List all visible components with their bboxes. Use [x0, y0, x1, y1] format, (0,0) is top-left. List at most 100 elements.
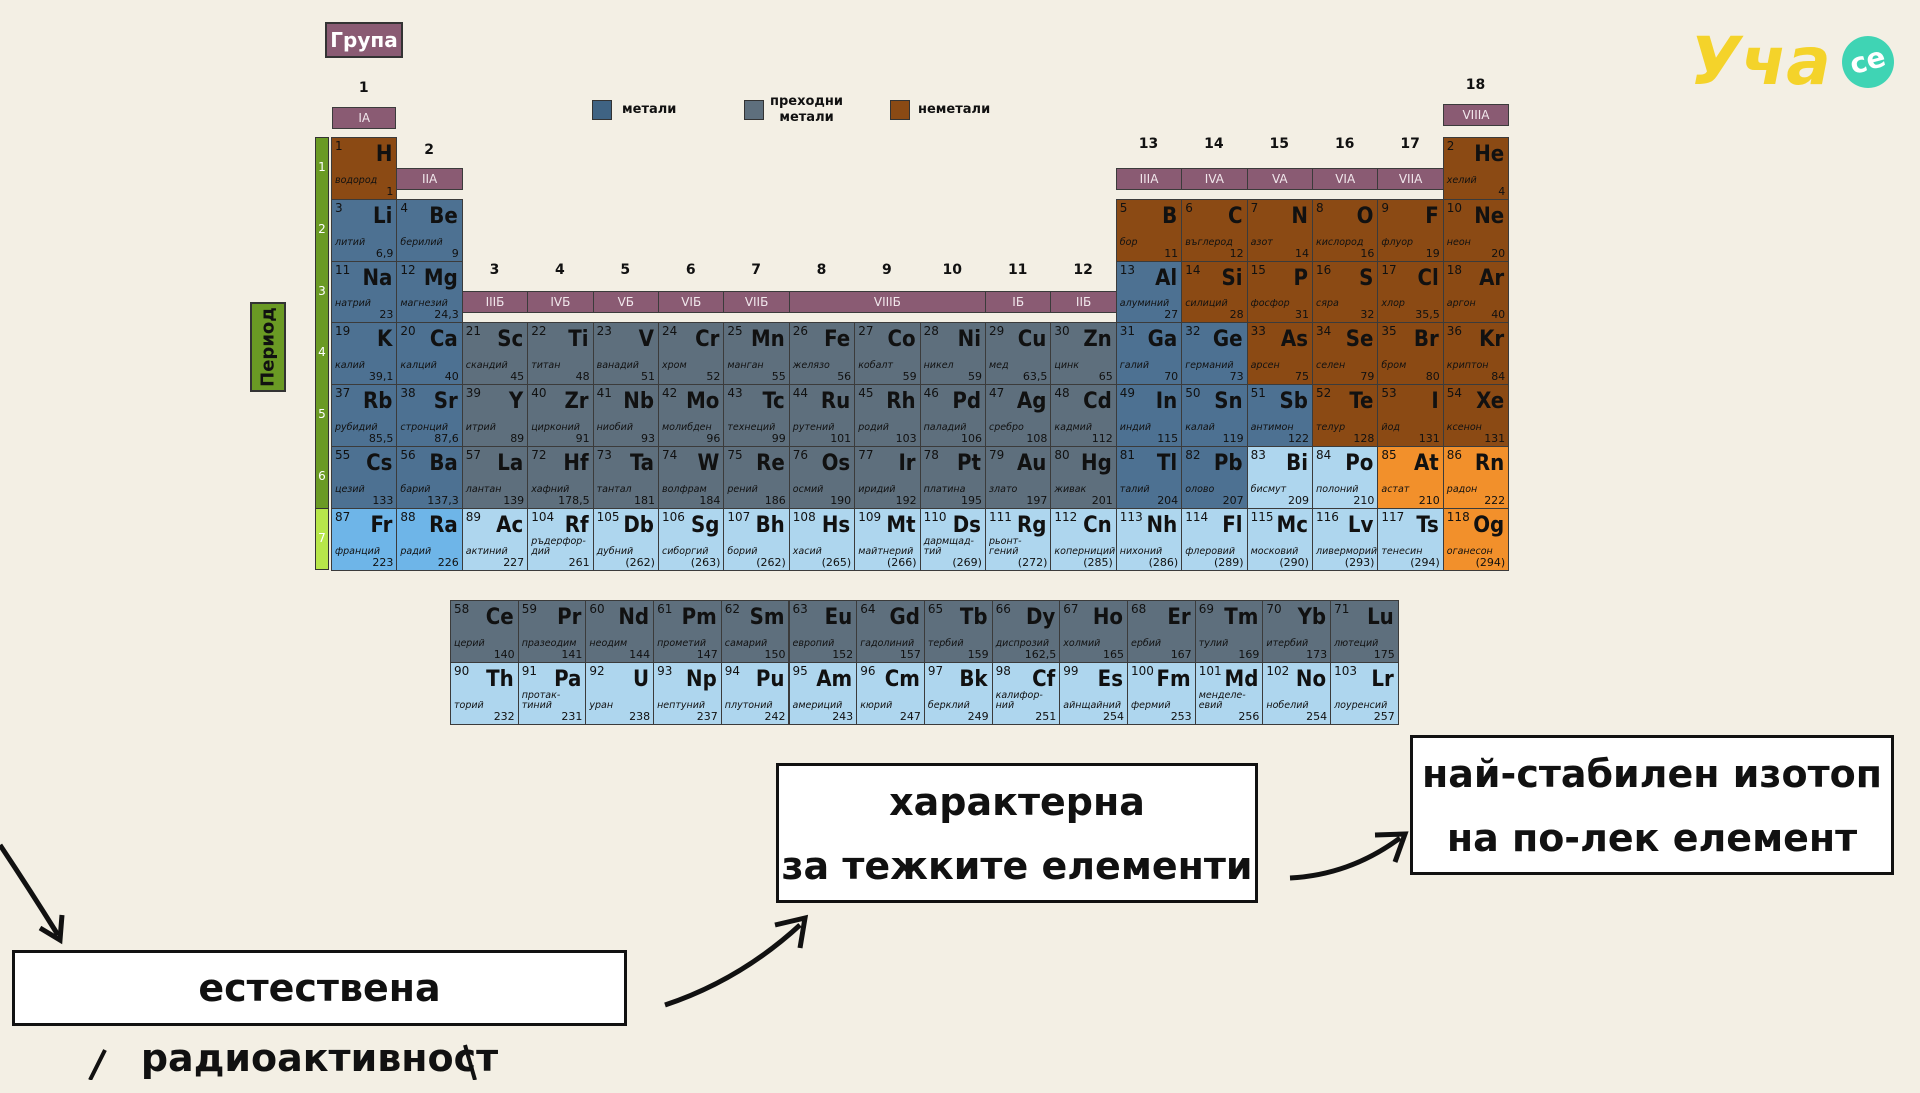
element-name: индий — [1119, 421, 1152, 433]
atomic-mass: 140 — [493, 648, 515, 661]
element-name: итрий — [465, 421, 496, 433]
atomic-number: 41 — [596, 386, 612, 401]
atomic-mass: 238 — [629, 710, 651, 723]
element-symbol: Cr — [695, 327, 720, 353]
element-symbol: Kr — [1479, 327, 1505, 353]
atomic-number: 58 — [454, 602, 470, 616]
atomic-mass: 226 — [437, 555, 459, 569]
element-name: платина — [923, 483, 966, 495]
atomic-mass: 184 — [699, 493, 721, 507]
element-symbol: Ca — [429, 327, 458, 353]
atomic-mass: 173 — [1306, 648, 1328, 661]
element-name: лютеций — [1334, 638, 1379, 649]
atomic-number: 66 — [995, 602, 1011, 616]
atomic-mass: 257 — [1373, 710, 1395, 723]
element-name: америций — [792, 700, 843, 711]
element-name: хафний — [531, 483, 570, 495]
period-number: 6 — [318, 468, 326, 483]
element-name: калий — [335, 360, 365, 372]
element-symbol: Er — [1167, 605, 1191, 630]
element-name: кадмий — [1054, 421, 1093, 433]
element-symbol: Re — [756, 451, 785, 476]
element-name: оганесон — [1446, 545, 1493, 557]
atomic-mass: 55 — [771, 370, 786, 384]
element-symbol: Ba — [429, 451, 458, 476]
element-name: злато — [989, 483, 1018, 495]
element-name: талий — [1119, 483, 1150, 495]
atomic-mass: 133 — [372, 493, 394, 507]
element-name: родий — [858, 421, 889, 433]
atomic-mass: 231 — [561, 710, 583, 723]
atomic-mass: 169 — [1238, 648, 1260, 661]
period-bar-highlight — [315, 507, 329, 570]
atomic-number: 14 — [1185, 262, 1201, 277]
element-name: селен — [1316, 360, 1346, 372]
element-name: сиборгий — [662, 545, 709, 557]
period-number: 3 — [318, 283, 326, 298]
atomic-mass: 251 — [1035, 710, 1057, 723]
element-name: борий — [727, 545, 758, 557]
element-name: хром — [662, 360, 687, 372]
element-symbol: U — [633, 667, 650, 692]
element-name: нобелий — [1266, 700, 1309, 711]
atomic-number: 63 — [792, 602, 808, 616]
atomic-number: 105 — [596, 509, 620, 524]
element-symbol: Po — [1345, 451, 1374, 476]
element-name: московий — [1250, 545, 1299, 557]
element-symbol: Pd — [952, 389, 981, 415]
atomic-mass: 237 — [696, 710, 718, 723]
banner-heavy-line2: за тежките елементи — [781, 844, 1253, 888]
element-name: дубний — [596, 545, 634, 557]
atomic-mass: (265) — [821, 555, 852, 569]
atomic-mass: 6,9 — [375, 246, 394, 260]
atomic-mass: 207 — [1222, 493, 1244, 507]
atomic-number: 86 — [1446, 448, 1463, 462]
atomic-number: 80 — [1054, 448, 1070, 462]
atomic-mass: 157 — [899, 648, 921, 661]
atomic-mass: 27 — [1164, 308, 1179, 322]
element-symbol: Cl — [1417, 265, 1439, 291]
element-name: итербий — [1266, 638, 1309, 649]
element-name: стронций — [400, 421, 449, 433]
element-name: лоуренсий — [1334, 700, 1388, 711]
atomic-mass: 40 — [444, 370, 459, 384]
element-symbol: O — [1356, 203, 1374, 229]
atomic-number: 90 — [454, 664, 470, 678]
group-roman-label: IVA — [1181, 168, 1248, 190]
element-name: менделе- евий — [1198, 690, 1246, 711]
atomic-mass: 84 — [1491, 370, 1506, 384]
element-symbol: Th — [486, 667, 514, 692]
atomic-number: 97 — [927, 664, 944, 678]
atomic-number: 95 — [792, 664, 808, 678]
atomic-number: 54 — [1446, 386, 1463, 401]
element-name: коперниций — [1054, 545, 1116, 557]
element-symbol: W — [697, 451, 720, 476]
element-symbol: Ta — [629, 451, 654, 476]
atomic-number: 106 — [662, 509, 685, 524]
atomic-mass: (286) — [1148, 555, 1179, 569]
element-name: диспрозий — [995, 638, 1050, 649]
atomic-number: 100 — [1131, 664, 1154, 678]
element-symbol: Cs — [366, 451, 393, 476]
group-roman-label: IБ — [985, 291, 1052, 313]
element-symbol: Ts — [1416, 512, 1439, 538]
atomic-number: 57 — [465, 448, 482, 462]
element-symbol: Sn — [1214, 389, 1243, 415]
element-symbol: Db — [623, 512, 654, 538]
atomic-mass: 256 — [1238, 710, 1260, 723]
element-name: волфрам — [662, 483, 707, 495]
group-number: 1 — [358, 80, 369, 96]
